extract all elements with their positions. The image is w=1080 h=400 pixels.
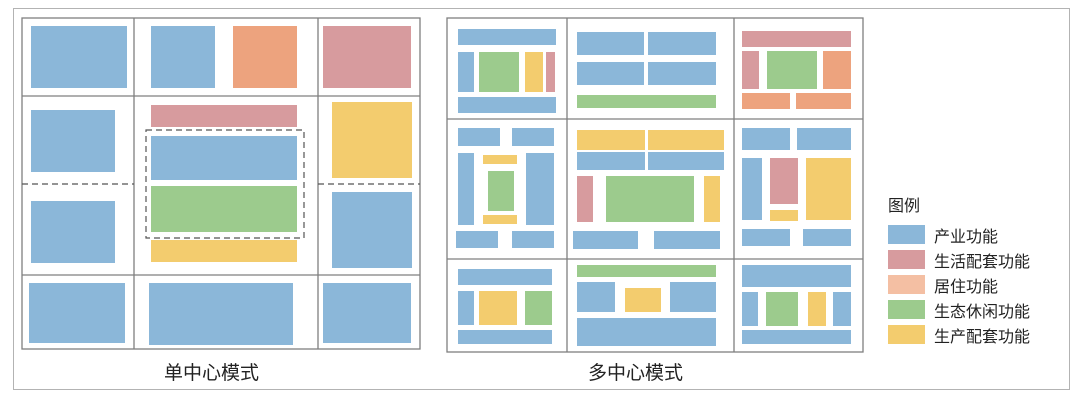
life-service-block	[770, 158, 798, 204]
industry-block	[648, 32, 716, 55]
industry-block	[577, 32, 644, 55]
production-service-block	[808, 292, 826, 326]
production-service-block	[625, 288, 661, 312]
eco-leisure-block	[525, 291, 552, 325]
single-center-caption: 单中心模式	[164, 362, 260, 384]
eco-leisure-block	[767, 51, 817, 89]
production-service-block	[648, 130, 724, 150]
industry-block	[31, 26, 127, 88]
industry-block	[332, 192, 412, 268]
industry-block	[797, 128, 851, 150]
multi-center-panel	[446, 17, 864, 353]
production-service-block	[577, 130, 645, 150]
industry-block	[526, 153, 554, 225]
industry-block	[458, 269, 552, 285]
production-service-block	[770, 210, 798, 221]
figure-frame	[13, 8, 1070, 390]
industry-block	[151, 136, 297, 180]
production-service-block	[704, 176, 720, 222]
industry-block	[29, 283, 125, 343]
industry-block	[149, 283, 293, 345]
industry-block	[742, 229, 790, 246]
life-service-block	[546, 52, 555, 92]
legend-label: 产业功能	[934, 226, 999, 246]
industry-block	[742, 128, 790, 150]
industry-block	[456, 231, 498, 248]
industry-block	[742, 330, 851, 344]
legend: 图例 产业功能生活配套功能居住功能生态休闲功能生产配套功能	[888, 192, 1030, 347]
legend-item-life_service: 生活配套功能	[888, 247, 1030, 272]
core-zone-dashed-outline	[145, 129, 305, 239]
residential-block	[823, 51, 851, 89]
residential-block	[233, 26, 297, 88]
industry-block	[512, 128, 554, 146]
industry-block	[458, 29, 556, 45]
eco-leisure-block	[766, 292, 798, 326]
eco-leisure-block	[151, 186, 297, 232]
life-service-block	[742, 31, 851, 47]
industry-block	[577, 62, 644, 85]
industry-block	[803, 229, 851, 246]
legend-swatch-residential	[888, 275, 925, 294]
legend-swatch-life_service	[888, 250, 925, 269]
eco-leisure-block	[606, 176, 694, 222]
industry-block	[577, 152, 645, 170]
legend-items: 产业功能生活配套功能居住功能生态休闲功能生产配套功能	[888, 222, 1030, 347]
life-service-block	[323, 26, 411, 88]
industry-block	[458, 291, 474, 325]
industry-block	[458, 97, 556, 113]
life-service-block	[577, 176, 593, 222]
industry-block	[654, 231, 720, 249]
legend-item-production_service: 生产配套功能	[888, 322, 1030, 347]
industry-block	[648, 62, 716, 85]
production-service-block	[483, 155, 517, 164]
industry-block	[458, 52, 474, 92]
industry-block	[512, 231, 554, 248]
residential-block	[796, 93, 851, 109]
industry-block	[151, 26, 215, 88]
industry-block	[31, 110, 115, 172]
production-service-block	[479, 291, 517, 325]
industry-block	[742, 158, 762, 220]
legend-item-industry: 产业功能	[888, 222, 1030, 247]
eco-leisure-block	[488, 171, 514, 211]
legend-swatch-production_service	[888, 325, 925, 344]
industry-block	[742, 292, 758, 326]
legend-label: 居住功能	[934, 276, 999, 296]
production-service-block	[806, 158, 851, 220]
industry-block	[833, 292, 851, 326]
production-service-block	[483, 215, 517, 224]
multi-center-caption: 多中心模式	[588, 362, 684, 384]
legend-label: 生态休闲功能	[934, 301, 1031, 321]
eco-leisure-block	[577, 95, 716, 108]
production-service-block	[332, 102, 412, 178]
legend-title: 图例	[888, 196, 921, 215]
industry-block	[458, 128, 500, 146]
legend-label: 生产配套功能	[934, 326, 1031, 346]
eco-leisure-block	[577, 265, 716, 277]
industry-block	[458, 330, 552, 344]
legend-item-eco_leisure: 生态休闲功能	[888, 297, 1030, 322]
industry-block	[742, 265, 851, 287]
eco-leisure-block	[479, 52, 519, 92]
legend-swatch-eco_leisure	[888, 300, 925, 319]
single-center-panel	[21, 17, 421, 350]
industry-block	[458, 153, 474, 225]
production-service-block	[525, 52, 543, 92]
industry-block	[323, 283, 411, 343]
industry-block	[573, 231, 638, 249]
legend-item-residential: 居住功能	[888, 272, 1030, 297]
industry-block	[670, 282, 716, 312]
residential-block	[742, 93, 790, 109]
industry-block	[648, 152, 724, 170]
legend-swatch-industry	[888, 225, 925, 244]
industry-block	[31, 201, 115, 263]
production-service-block	[151, 240, 297, 262]
legend-label: 生活配套功能	[934, 251, 1031, 271]
life-service-block	[151, 105, 297, 127]
industry-block	[577, 318, 716, 346]
industry-block	[577, 282, 615, 312]
life-service-block	[742, 51, 759, 89]
